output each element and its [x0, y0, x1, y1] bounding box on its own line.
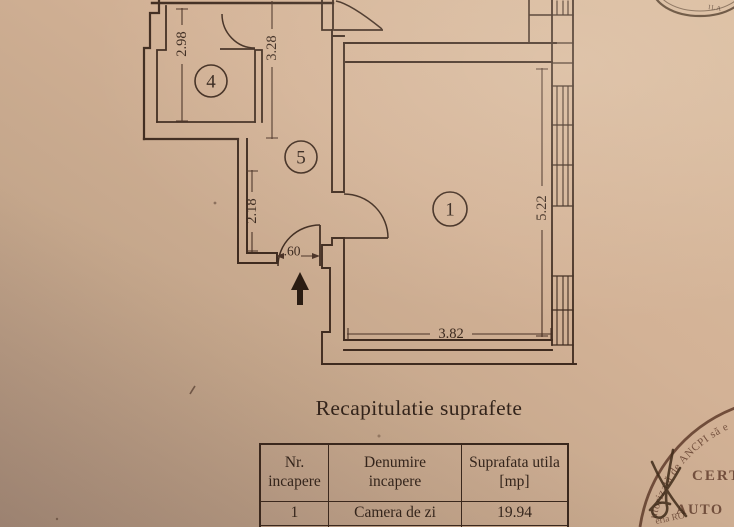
signature-stroke [648, 466, 682, 512]
dim-arrow-left-icon [276, 253, 284, 259]
corner-stamp: ILA [655, 0, 734, 18]
room-number-markers: 4 5 1 [194, 64, 468, 227]
doors [220, 0, 389, 267]
wall-room1-left-lower [321, 237, 345, 365]
ink-speckle [377, 434, 381, 438]
wall-room1-top [343, 42, 557, 63]
dim-arrow-right-icon [312, 253, 320, 259]
door-arc-room1 [343, 193, 389, 239]
header-cell-nr: Nr. incapere [261, 445, 328, 501]
window-glazing-lines [556, 0, 569, 346]
header-line: Suprafata utila [469, 454, 560, 472]
dim-line-2-98 [176, 8, 188, 122]
room-number-label: 5 [296, 148, 306, 169]
dimension-arrowheads [276, 253, 320, 259]
wall-corridor-left [237, 138, 248, 264]
door-arc-entrance [277, 224, 321, 267]
wall-upper-room-interior [528, 0, 553, 44]
room-number-circle [284, 140, 318, 174]
scan-marks [55, 201, 381, 521]
corner-stamp-inner-ring [663, 0, 734, 12]
dimension-label: 3.28 [264, 35, 280, 60]
dimension-label: 2.18 [244, 198, 260, 223]
dimension-label: 3.82 [438, 326, 463, 342]
wall-room1-bottom [321, 339, 577, 365]
walls [142, 0, 577, 365]
signature-scribble [648, 448, 688, 519]
wall-room1-left-upper [331, 29, 345, 193]
header-line: Denumire [364, 454, 426, 472]
corner-stamp-ring [655, 0, 734, 18]
dim-line-3-28 [266, 1, 278, 139]
dimension-labels: 2.98 3.28 2.18 .60 5.22 3.82 [174, 31, 550, 342]
room-number-label: 1 [445, 200, 455, 221]
wall-window-faces [551, 0, 574, 365]
table-header-row: Nr. incapere Denumire incapere Suprafata… [261, 445, 567, 502]
wall-top-jamb [321, 0, 334, 31]
dimension-label: .60 [284, 244, 301, 259]
header-cell-denumire: Denumire incapere [328, 445, 462, 501]
door-arc-top [335, 0, 383, 30]
dimension-label: 2.98 [174, 31, 190, 56]
dim-line-3-82 [347, 328, 552, 340]
header-cell-suprafata: Suprafata utila [mp] [462, 445, 567, 501]
surface-summary-table: Nr. incapere Denumire incapere Suprafata… [259, 443, 569, 527]
cell-suprafata: 19.94 [497, 504, 532, 522]
entrance-arrow-icon [291, 272, 309, 305]
room-number-circle [432, 191, 468, 227]
ink-speckle [55, 517, 59, 521]
door-arc-room4 [221, 13, 256, 49]
wall-entrance-left [237, 252, 278, 264]
dimension-label: 5.22 [534, 195, 550, 220]
wall-room4-left-inner [156, 5, 167, 123]
room-number-label: 4 [206, 72, 216, 93]
header-line: [mp] [499, 473, 530, 490]
ink-speckle [213, 201, 217, 205]
dim-line-2-18 [246, 170, 258, 252]
room-number-circle [194, 64, 228, 98]
header-line: Nr. [284, 454, 305, 472]
dimension-lines [176, 1, 552, 340]
header-line: incapere [268, 473, 321, 490]
wall-room4-left-outer [142, 0, 161, 141]
dim-line-5-22 [536, 68, 548, 337]
cell-nr: 1 [290, 504, 299, 522]
wall-room4-right [254, 49, 263, 123]
stamp-inner-text-2: AUTO [676, 502, 724, 518]
summary-title: Recapitulatie suprafete [315, 396, 523, 420]
stamp-inner-text-1: CERT [692, 468, 734, 484]
corner-stamp-text: ILA [708, 4, 723, 13]
header-line: incapere [368, 473, 422, 490]
ink-speckle [189, 385, 196, 395]
cell-denumire: Camera de zi [328, 502, 462, 525]
table-row: 1 Camera de zi 19.94 [261, 502, 567, 526]
